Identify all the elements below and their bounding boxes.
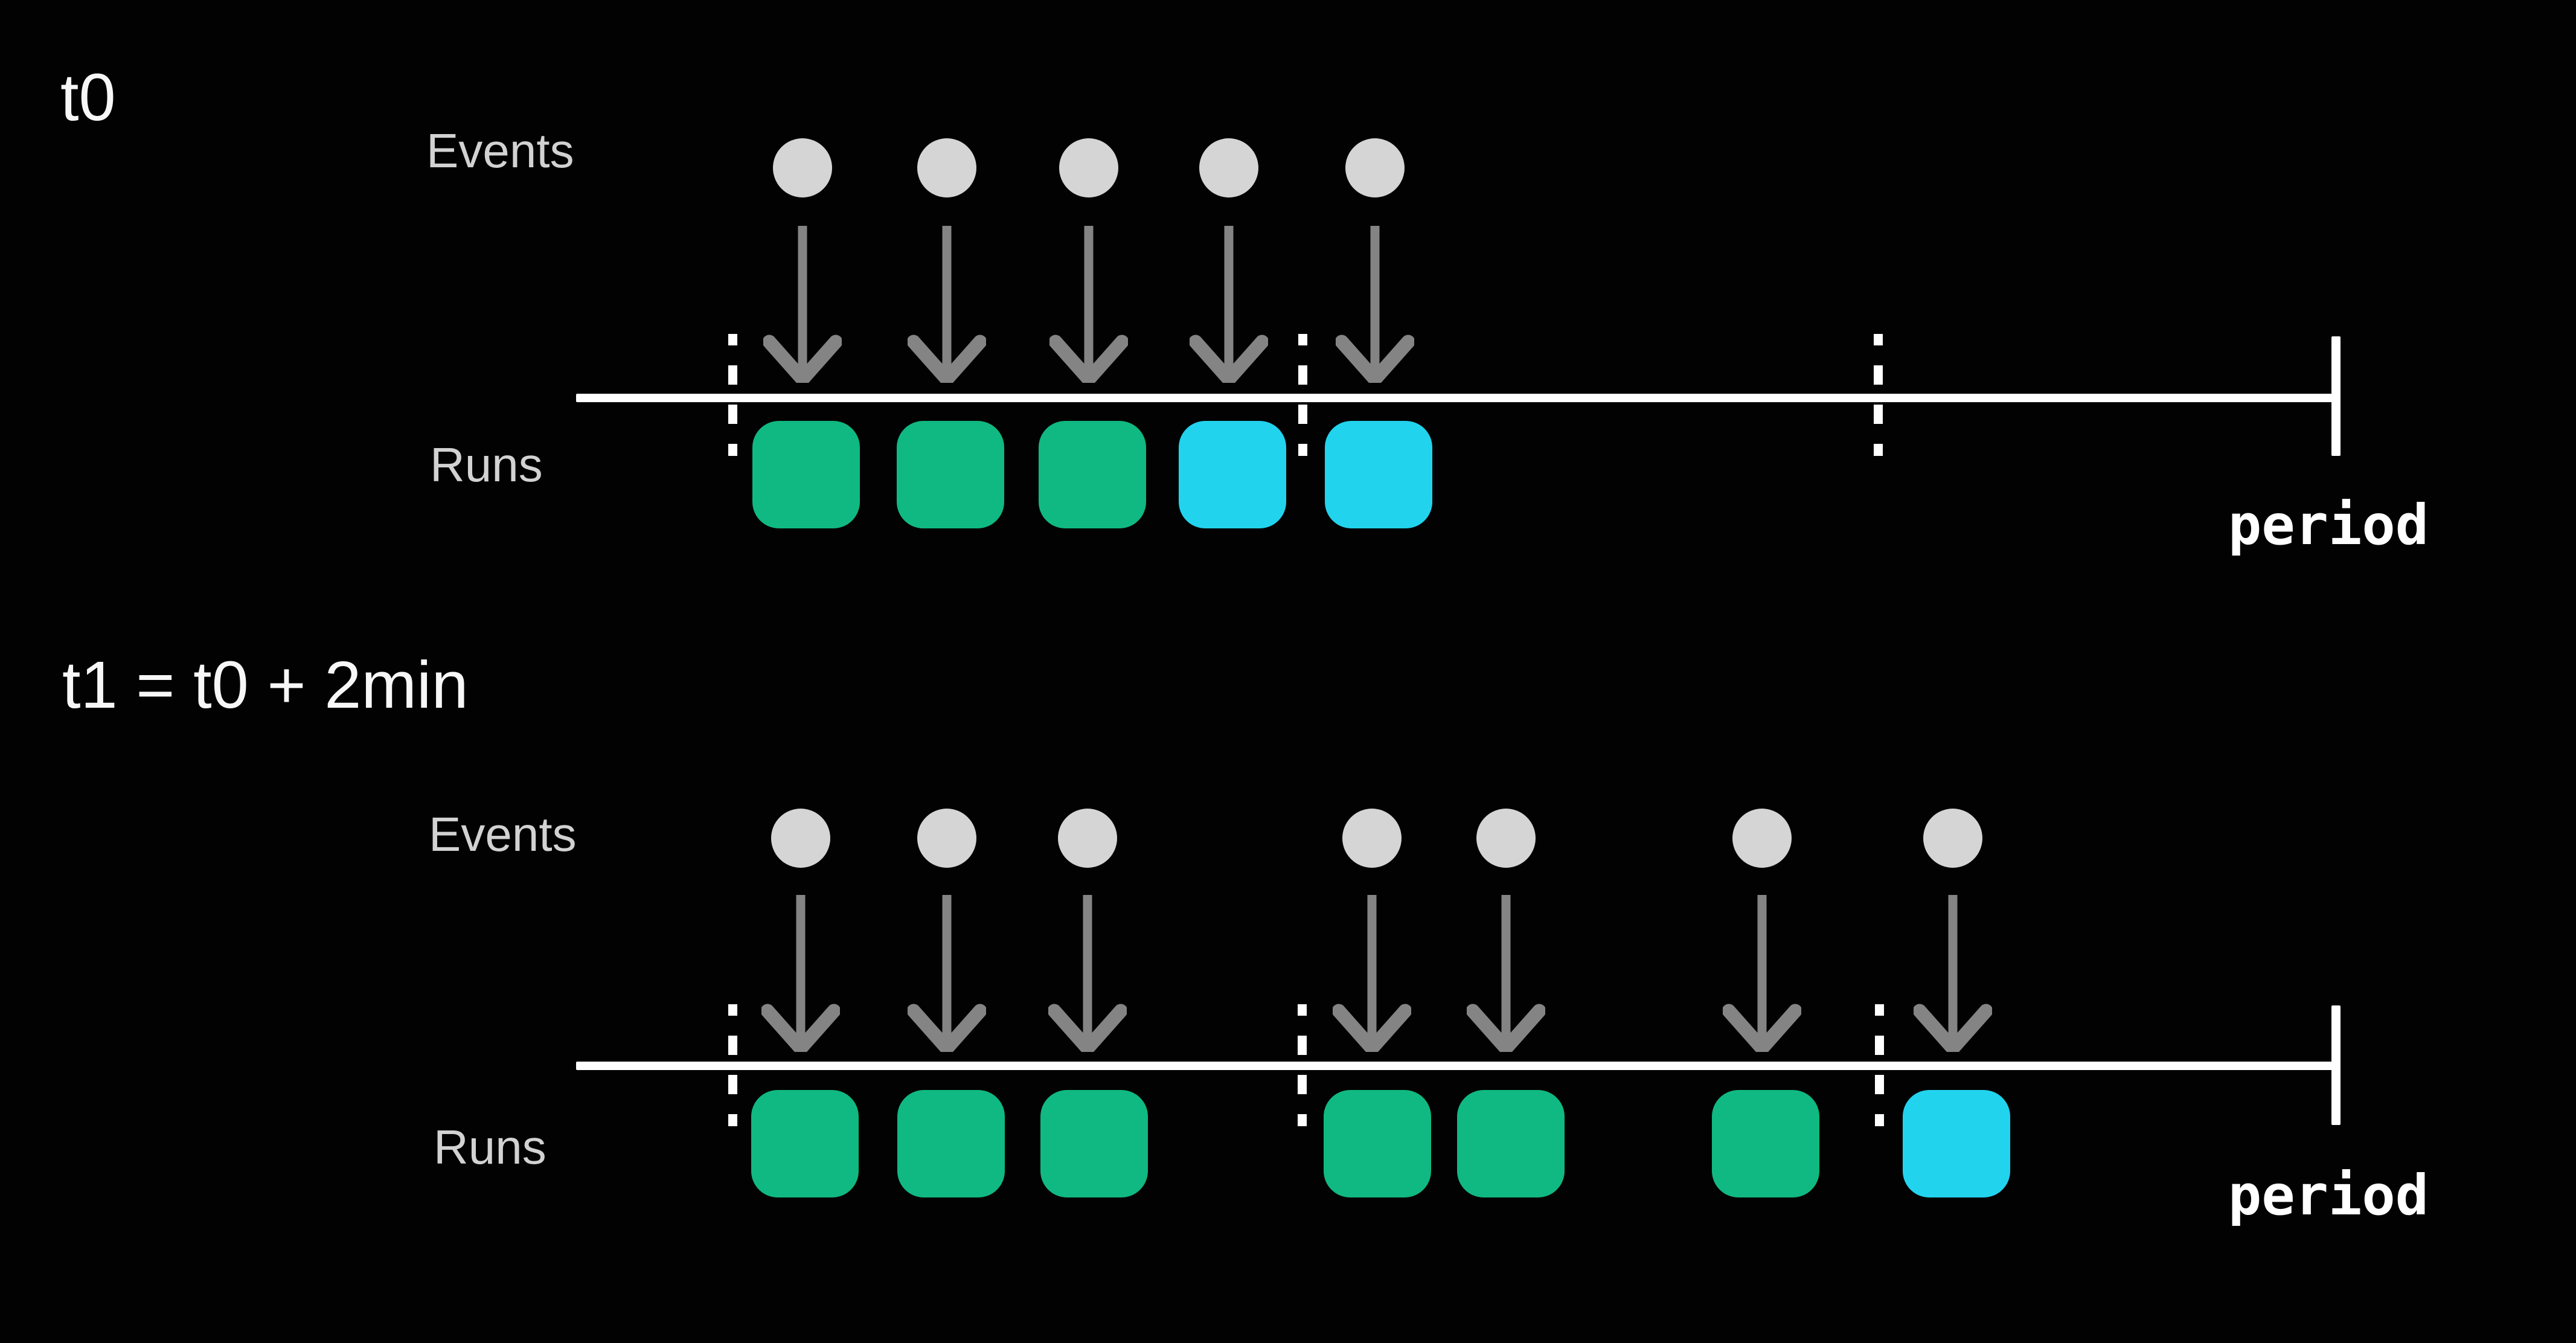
event-arrow-icon bbox=[1334, 226, 1415, 386]
event-dot bbox=[773, 138, 832, 197]
period-boundary-tick bbox=[1298, 1004, 1307, 1126]
timeline-end-tick bbox=[2331, 1005, 2341, 1125]
run-square-green bbox=[1324, 1090, 1431, 1197]
period-label: period bbox=[2228, 1163, 2429, 1228]
runs-row-label: Runs bbox=[430, 438, 543, 492]
period-boundary-tick bbox=[1298, 334, 1307, 456]
event-dot bbox=[917, 138, 976, 197]
scenario-title: t1 = t0 + 2min bbox=[62, 648, 469, 722]
run-square-green bbox=[1712, 1090, 1819, 1197]
run-square-green bbox=[897, 1090, 1005, 1197]
run-square-green bbox=[752, 421, 860, 528]
event-arrow-icon bbox=[760, 895, 841, 1056]
period-boundary-tick bbox=[728, 1004, 737, 1126]
run-square-cyan bbox=[1325, 421, 1432, 528]
scenario-title: t0 bbox=[60, 60, 116, 135]
event-arrow-icon bbox=[906, 226, 987, 386]
timeline-line bbox=[576, 1062, 2336, 1070]
event-arrow-icon bbox=[1466, 895, 1546, 1056]
run-square-cyan bbox=[1179, 421, 1286, 528]
event-dot bbox=[1058, 809, 1117, 868]
period-boundary-tick bbox=[1874, 334, 1883, 456]
event-arrow-icon bbox=[1722, 895, 1802, 1056]
event-arrow-icon bbox=[1047, 895, 1128, 1056]
event-dot bbox=[1199, 138, 1258, 197]
event-dot bbox=[1923, 809, 1982, 868]
run-square-green bbox=[1040, 1090, 1148, 1197]
event-dot bbox=[917, 809, 976, 868]
event-arrow-icon bbox=[1331, 895, 1412, 1056]
run-square-green bbox=[1457, 1090, 1565, 1197]
period-label: period bbox=[2228, 493, 2429, 557]
events-row-label: Events bbox=[429, 807, 577, 861]
event-dot bbox=[771, 809, 830, 868]
events-row-label: Events bbox=[426, 124, 574, 178]
event-arrow-icon bbox=[1048, 226, 1129, 386]
period-boundary-tick bbox=[728, 334, 737, 456]
event-dot bbox=[1345, 138, 1405, 197]
run-square-green bbox=[897, 421, 1004, 528]
period-boundary-tick bbox=[1875, 1004, 1884, 1126]
timeline-line bbox=[576, 394, 2336, 402]
run-square-cyan bbox=[1903, 1090, 2010, 1197]
run-square-green bbox=[1039, 421, 1146, 528]
event-dot bbox=[1342, 809, 1402, 868]
timeline-end-tick bbox=[2331, 336, 2341, 456]
event-arrow-icon bbox=[906, 895, 987, 1056]
event-arrow-icon bbox=[762, 226, 843, 386]
event-arrow-icon bbox=[1912, 895, 1993, 1056]
runs-row-label: Runs bbox=[434, 1120, 546, 1174]
event-dot bbox=[1059, 138, 1118, 197]
event-dot bbox=[1476, 809, 1536, 868]
event-dot bbox=[1732, 809, 1792, 868]
run-square-green bbox=[751, 1090, 859, 1197]
event-arrow-icon bbox=[1188, 226, 1269, 386]
